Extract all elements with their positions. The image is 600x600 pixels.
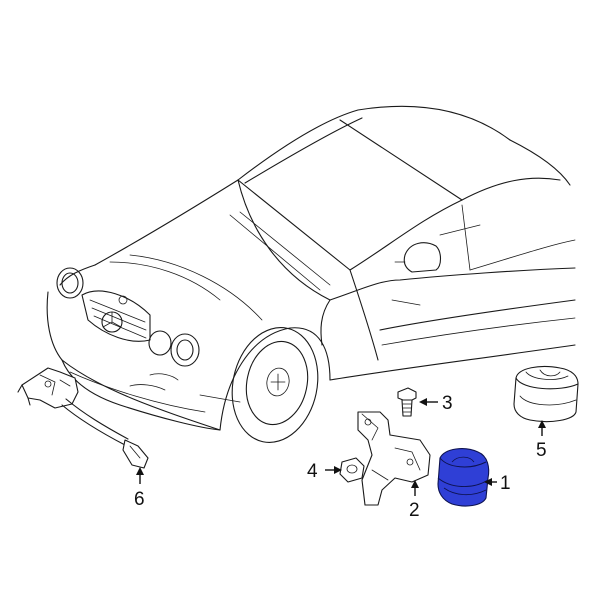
callout-3: 3 bbox=[419, 393, 453, 414]
part-6-sensor-cable bbox=[17, 367, 149, 469]
part-2-bracket bbox=[357, 411, 431, 506]
callout-2: 2 bbox=[409, 480, 420, 521]
part-1-engine-mount bbox=[437, 448, 490, 507]
callout-4-label: 4 bbox=[307, 461, 318, 482]
part-4-nut bbox=[339, 457, 365, 483]
car-illustration bbox=[46, 105, 576, 443]
callout-6-label: 6 bbox=[134, 489, 145, 510]
part-3-bolt bbox=[397, 387, 417, 417]
callout-5: 5 bbox=[536, 420, 547, 461]
callout-4: 4 bbox=[307, 461, 342, 482]
callout-6: 6 bbox=[134, 467, 145, 510]
callout-5-label: 5 bbox=[536, 440, 547, 461]
callout-1: 1 bbox=[484, 473, 511, 494]
part-5-rubber-pad bbox=[513, 365, 579, 423]
callout-1-label: 1 bbox=[500, 473, 511, 494]
callout-3-label: 3 bbox=[442, 393, 453, 414]
callout-2-label: 2 bbox=[409, 500, 420, 521]
